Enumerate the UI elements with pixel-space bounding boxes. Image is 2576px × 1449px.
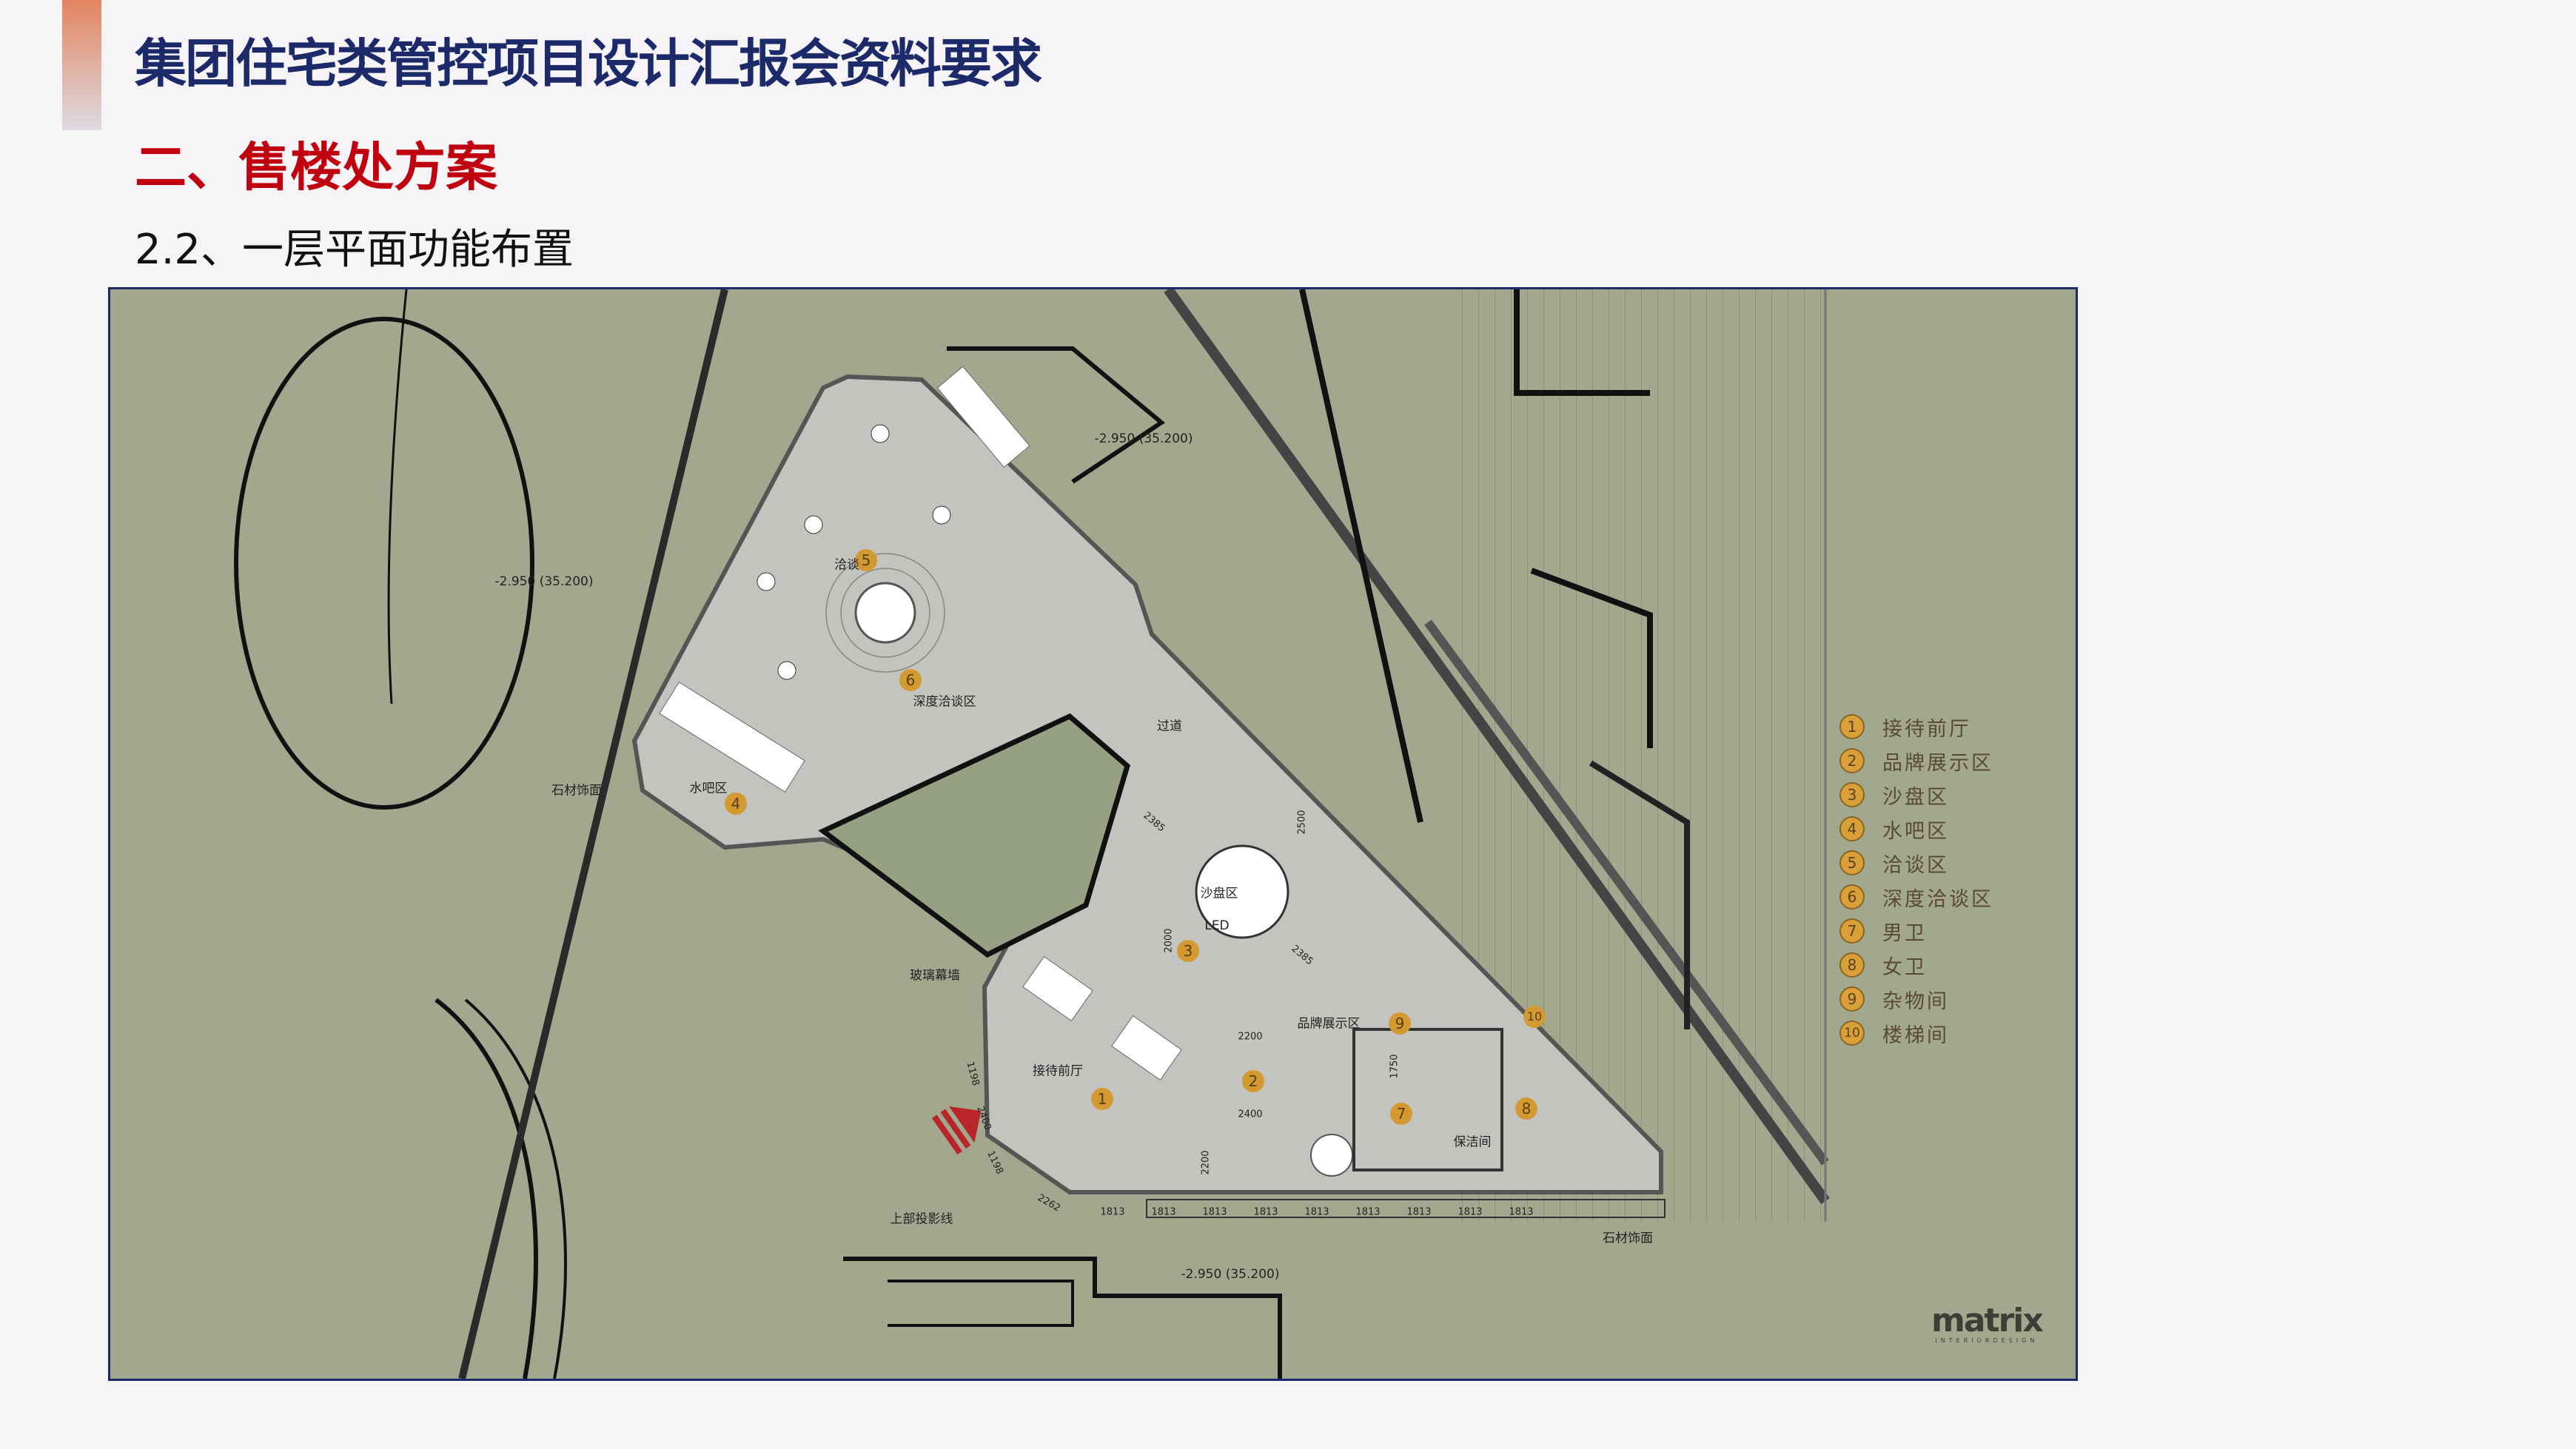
dimension: 2400	[1238, 1109, 1263, 1120]
legend-label: 接待前厅	[1882, 717, 1971, 741]
legend-badge: 6	[1839, 884, 1865, 910]
legend-badge: 2	[1839, 748, 1865, 773]
dimension: 1813	[1355, 1206, 1381, 1218]
dimension: 1813	[1253, 1206, 1278, 1218]
boundary-line	[458, 289, 728, 1379]
plan-badge: 4	[725, 793, 747, 815]
plan-label: 保洁间	[1453, 1134, 1492, 1150]
plan-badge: 9	[1389, 1012, 1411, 1035]
legend-item: 4 水吧区	[1839, 812, 1993, 846]
legend-item: 1 接待前厅	[1839, 710, 1993, 744]
section-heading: 二、售楼处方案	[135, 137, 497, 198]
dimension: 1750	[1389, 1054, 1401, 1079]
dimension: 1813	[1304, 1206, 1329, 1218]
legend-item: 2 品牌展示区	[1839, 744, 1993, 778]
plan-badge: 2	[1242, 1070, 1264, 1092]
plan-label: 接待前厅	[1033, 1063, 1083, 1079]
plan-label: 品牌展示区	[1297, 1016, 1361, 1032]
legend-badge: 7	[1839, 918, 1865, 944]
plan-badge: 10	[1523, 1006, 1546, 1028]
restrooms	[1352, 1028, 1503, 1171]
legend-label: 沙盘区	[1882, 785, 1949, 809]
plan-badge: 5	[855, 549, 877, 571]
plan-label: 上部投影线	[890, 1211, 953, 1227]
building-footprint	[631, 374, 1663, 1194]
plan-label: 深度洽谈区	[913, 694, 976, 710]
plan-badge: 1	[1091, 1088, 1113, 1110]
dimension: 2200	[1200, 1150, 1212, 1175]
plan-label: 石材饰面	[551, 783, 602, 799]
plan-label: 石材饰面	[1603, 1231, 1653, 1246]
legend-label: 水吧区	[1882, 819, 1949, 843]
sand-table	[1195, 844, 1289, 939]
legend-item: 8 女卫	[1839, 948, 1993, 982]
dimension: 1813	[1100, 1206, 1125, 1218]
entrance-arrow-icon	[932, 1106, 982, 1155]
legend-label: 品牌展示区	[1882, 751, 1993, 775]
legend-label: 深度洽谈区	[1882, 887, 1993, 911]
plan-label: 沙盘区	[1200, 886, 1238, 901]
plan-label: 玻璃幕墙	[910, 968, 960, 984]
landscape-curve	[234, 317, 534, 810]
subsection-heading: 2.2、一层平面功能布置	[135, 226, 574, 274]
plan-badge: 7	[1390, 1103, 1412, 1125]
legend-badge: 9	[1839, 986, 1865, 1012]
logo-wordmark: matrix	[1931, 1302, 2044, 1339]
plan-badge: 8	[1515, 1097, 1537, 1120]
legend-item: 5 洽谈区	[1839, 846, 1993, 880]
legend-label: 杂物间	[1882, 989, 1949, 1013]
legend: 1 接待前厅 2 品牌展示区 3 沙盘区 4 水吧区 5 洽谈区 6 深度洽谈区 7 男卫 8…	[1839, 710, 1993, 1050]
legend-badge: 8	[1839, 952, 1865, 978]
plan-label: 洽谈	[834, 557, 859, 573]
plan-label: LED	[1204, 918, 1230, 933]
legend-item: 6 深度洽谈区	[1839, 880, 1993, 914]
dimension: 2200	[1238, 1031, 1263, 1043]
plan-label: 水吧区	[689, 781, 728, 796]
dimension: 2500	[1296, 810, 1308, 835]
plan-label: 过道	[1157, 719, 1182, 734]
level-label: -2.950 (35.200)	[1094, 431, 1193, 446]
level-label: -2.950 (35.200)	[1181, 1267, 1280, 1282]
dimension: 1813	[1202, 1206, 1227, 1218]
accent-bar	[62, 0, 101, 130]
dimension: 1813	[1151, 1206, 1176, 1218]
legend-item: 3 沙盘区	[1839, 778, 1993, 812]
level-label: -2.950 (35.200)	[494, 574, 594, 589]
legend-label: 女卫	[1882, 955, 1927, 979]
legend-label: 男卫	[1882, 921, 1927, 945]
legend-badge: 10	[1839, 1021, 1865, 1046]
page-title: 集团住宅类管控项目设计汇报会资料要求	[135, 33, 1042, 94]
dimension: 1813	[1406, 1206, 1432, 1218]
legend-label: 楼梯间	[1882, 1023, 1949, 1047]
plan-badge: 3	[1177, 940, 1199, 962]
legend-badge: 5	[1839, 850, 1865, 875]
legend-item: 10 楼梯间	[1839, 1016, 1993, 1050]
floor-plan-drawing	[234, 289, 1830, 1379]
dimension: 1813	[1458, 1206, 1483, 1218]
dimension: 2000	[1163, 928, 1175, 953]
legend-badge: 3	[1839, 782, 1865, 807]
logo-tagline: INTERIORDESIGN	[1935, 1337, 2039, 1344]
floor-plan: 1 2 3 4 5 6 7 8 9 10 接待前厅 品牌展示区 沙盘区 水吧区 …	[108, 287, 2078, 1381]
garden-area	[818, 713, 1131, 958]
dimension: 1813	[1509, 1206, 1534, 1218]
legend-item: 9 杂物间	[1839, 982, 1993, 1016]
legend-badge: 1	[1839, 714, 1865, 739]
legend-badge: 4	[1839, 816, 1865, 841]
plan-badge: 6	[899, 669, 922, 691]
legend-item: 7 男卫	[1839, 914, 1993, 948]
legend-label: 洽谈区	[1882, 853, 1949, 877]
matrix-logo: matrix INTERIORDESIGN	[1931, 1302, 2044, 1345]
